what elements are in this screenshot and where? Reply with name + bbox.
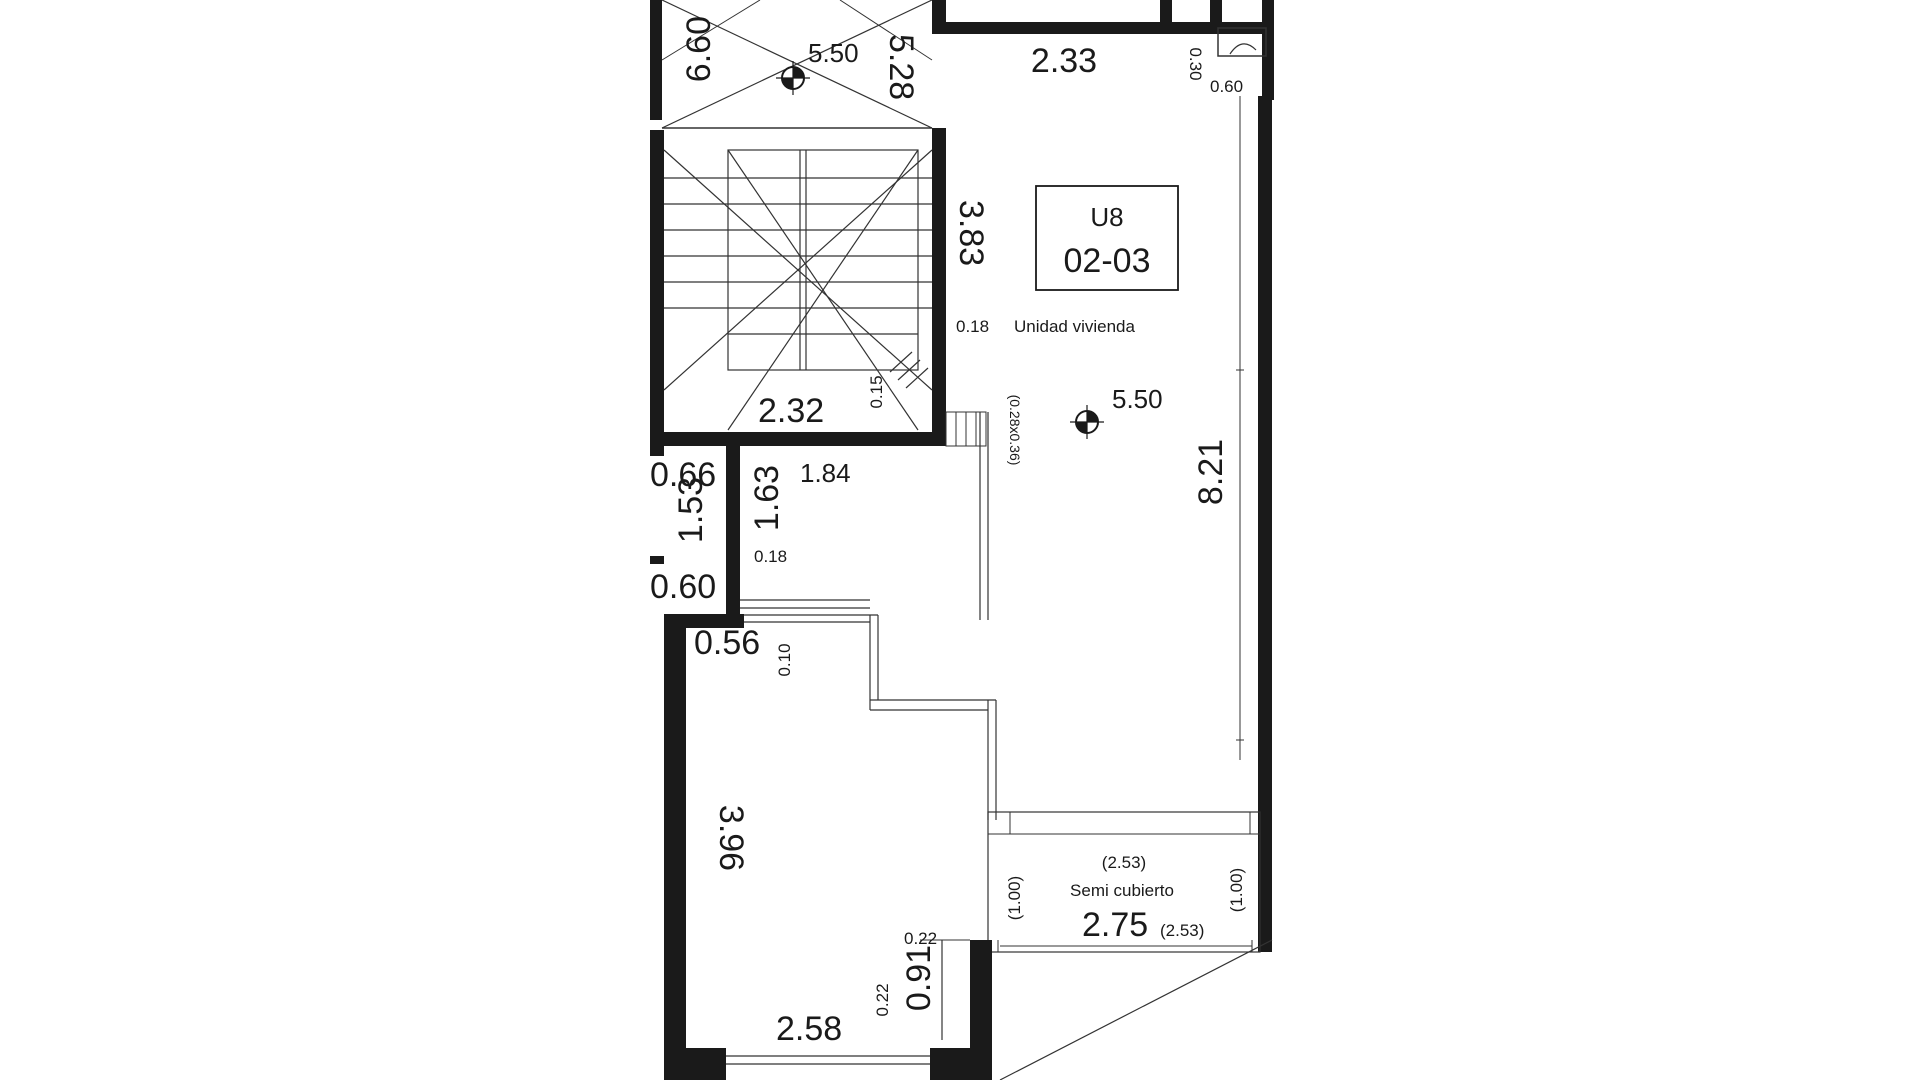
level-marker-room xyxy=(1070,405,1104,439)
dim-8-21: 8.21 xyxy=(1192,439,1230,505)
dim-0-66: 0.66 xyxy=(650,456,716,494)
room-dim-0-18: 0.18 xyxy=(956,317,989,336)
dim-6-60: 6.60 xyxy=(680,16,718,82)
dim-1-84: 1.84 xyxy=(800,458,851,488)
semi-covered-label: Semi cubierto xyxy=(1070,881,1174,900)
main-room: U8 02-03 0.18 Unidad vivienda 5.50 2.33 … xyxy=(744,0,1274,1080)
dim-0-10: 0.10 xyxy=(775,643,794,676)
dim-0-60-left: 0.60 xyxy=(650,568,716,606)
room-label: Unidad vivienda xyxy=(1014,317,1136,336)
unit-code: 02-03 xyxy=(1064,242,1151,280)
dim-0-15: 0.15 xyxy=(867,375,886,408)
unit-number: U8 xyxy=(1090,202,1123,232)
dim-0-56: 0.56 xyxy=(694,624,760,662)
dim-0-91: 0.91 xyxy=(900,945,938,1011)
level-label-stair: 5.50 xyxy=(808,38,859,68)
dim-1-53: 1.53 xyxy=(672,477,710,543)
dim-1-63: 1.63 xyxy=(748,465,786,531)
dim-2-58: 2.58 xyxy=(776,1010,842,1048)
dim-0-30: 0.30 xyxy=(1186,47,1205,80)
unit-box xyxy=(1035,185,1179,291)
dim-2-33: 2.33 xyxy=(1031,42,1097,80)
level-label-room: 5.50 xyxy=(1112,384,1163,414)
dim-5-28: 5.28 xyxy=(882,34,920,100)
dim-3-96: 3.96 xyxy=(712,805,750,871)
dim-0-22-a: 0.22 xyxy=(904,929,937,948)
dim-1-00-right: (1.00) xyxy=(1227,868,1246,912)
stairwell: 5.50 6.60 5.28 3.83 2.32 0.15 xyxy=(650,0,990,447)
dim-2-53-bottom: (2.53) xyxy=(1160,921,1204,940)
level-marker-stair xyxy=(776,61,810,95)
dim-3-83: 3.83 xyxy=(952,200,990,266)
dim-1-00-left: (1.00) xyxy=(1005,876,1024,920)
dim-0-60-top: 0.60 xyxy=(1210,77,1243,96)
dim-2-75: 2.75 xyxy=(1082,906,1148,944)
dim-2-32: 2.32 xyxy=(758,392,824,430)
dim-0-28x0-36: (0.28x0.36) xyxy=(1007,395,1023,466)
dim-0-22-b: 0.22 xyxy=(873,983,892,1016)
bottom-left-room: 0.56 0.10 3.96 0.22 0.22 0.91 2.58 xyxy=(664,614,992,1080)
dim-0-18: 0.18 xyxy=(754,547,787,566)
dim-2-53-top: (2.53) xyxy=(1102,853,1146,872)
small-room: 0.66 1.53 1.63 1.84 0.18 0.60 xyxy=(650,446,870,616)
